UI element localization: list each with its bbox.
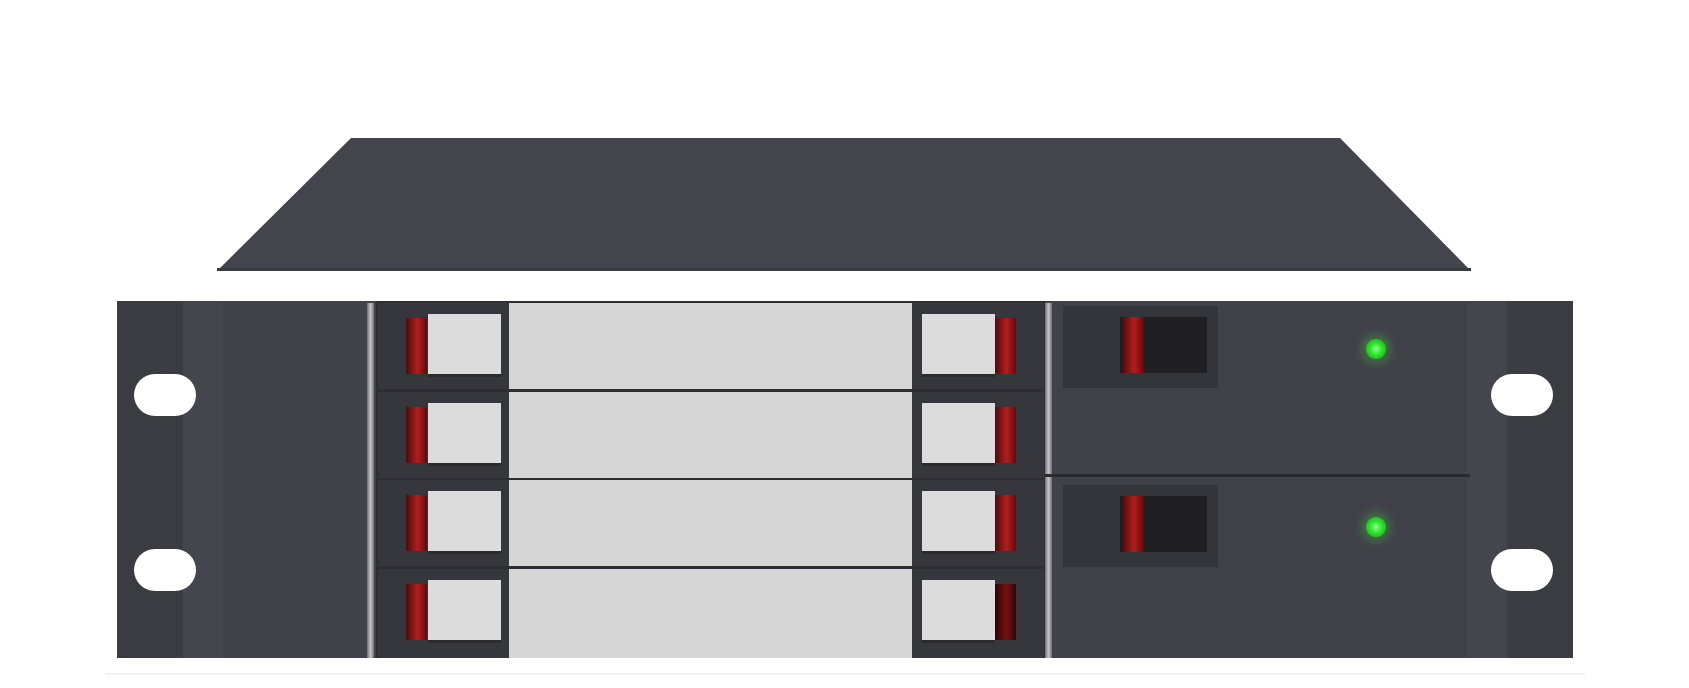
mount-hole-left-bottom [134, 549, 196, 591]
drive-label-plate [428, 403, 501, 466]
drive-label-plate [428, 314, 501, 377]
drive-latch-icon[interactable] [995, 584, 1016, 640]
psu-2-latch-icon[interactable] [1122, 496, 1144, 552]
drive-latch-icon[interactable] [995, 318, 1016, 374]
drive-label-plate [922, 403, 995, 466]
shelf-line [105, 673, 1585, 675]
drive-latch-icon[interactable] [406, 584, 427, 640]
drive-tray-face [509, 569, 912, 658]
bay-rail-left [367, 303, 374, 658]
mount-hole-right-bottom [1491, 549, 1553, 591]
drive-label-plate [428, 580, 501, 643]
psu-divider [1045, 474, 1470, 477]
bay-rail-right [1045, 303, 1052, 658]
drive-latch-icon[interactable] [406, 318, 427, 374]
rack-ear-left-shade [183, 301, 223, 658]
psu-1-status-led-icon [1366, 339, 1386, 359]
psu-1-latch-icon[interactable] [1122, 317, 1144, 373]
mount-hole-left-top [134, 374, 196, 416]
drive-latch-icon[interactable] [995, 407, 1016, 463]
drive-tray-face [509, 480, 912, 566]
drive-label-plate [428, 491, 501, 554]
drive-label-plate [922, 491, 995, 554]
psu-2-status-led-icon [1366, 517, 1386, 537]
drive-slot-1[interactable] [378, 303, 1044, 389]
rack-ear-right-shade [1467, 301, 1507, 658]
drive-latch-icon[interactable] [995, 495, 1016, 551]
mount-hole-right-top [1491, 374, 1553, 416]
drive-slot-3[interactable] [378, 480, 1044, 566]
drive-tray-face [509, 392, 912, 478]
drive-label-plate [922, 580, 995, 643]
drive-tray-face [509, 303, 912, 389]
drive-slot-2[interactable] [378, 392, 1044, 478]
drive-latch-icon[interactable] [406, 495, 427, 551]
drive-latch-icon[interactable] [406, 407, 427, 463]
drive-label-plate [922, 314, 995, 377]
drive-slot-4[interactable] [378, 569, 1044, 658]
